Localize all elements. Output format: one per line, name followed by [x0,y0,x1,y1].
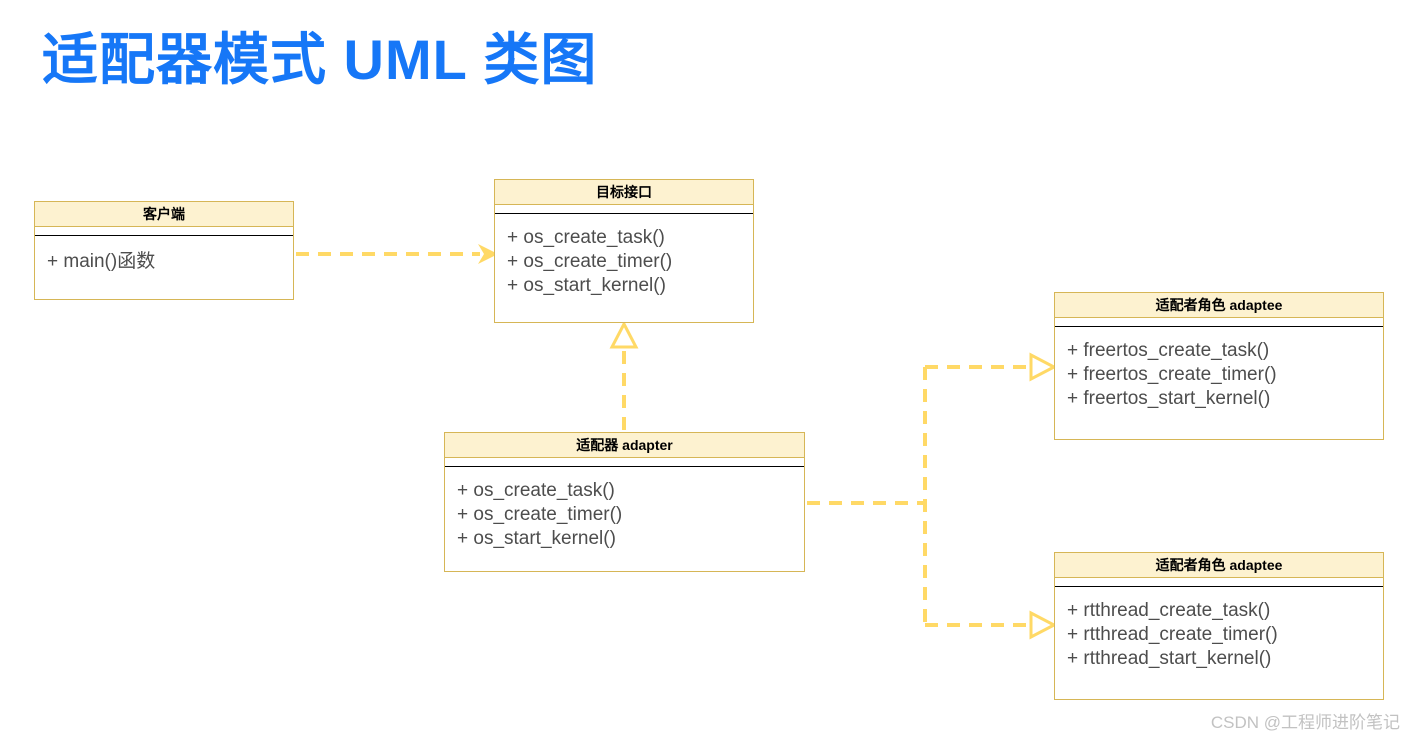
relation-adapter-to-target [609,320,639,430]
uml-class-name: 适配者角色 adaptee [1055,553,1383,578]
uml-method: + freertos_start_kernel() [1067,388,1271,409]
uml-method: + os_create_task() [507,227,665,248]
uml-method: + os_create_task() [457,480,615,501]
uml-attributes-compartment [1055,578,1383,587]
hollow-triangle-icon [1029,352,1058,382]
uml-attributes-compartment [1055,318,1383,327]
uml-method: + rtthread_create_task() [1067,600,1271,621]
uml-method: + os_create_timer() [507,251,673,272]
uml-method: + os_start_kernel() [507,275,666,296]
uml-class-name: 目标接口 [495,180,753,205]
uml-attributes-compartment [35,227,293,236]
uml-class-name: 适配者角色 adaptee [1055,293,1383,318]
uml-methods-compartment: + main()函数 [35,236,293,284]
uml-method: + rtthread_create_timer() [1067,624,1278,645]
uml-class-target[interactable]: 目标接口 + os_create_task() + os_create_time… [494,179,754,323]
uml-method: + freertos_create_task() [1067,340,1270,361]
uml-attributes-compartment [495,205,753,214]
csdn-watermark: CSDN @工程师进阶笔记 [1210,713,1400,732]
uml-method: + main()函数 [47,251,156,272]
uml-class-client[interactable]: 客户端 + main()函数 [34,201,294,300]
uml-method: + rtthread_start_kernel() [1067,648,1272,669]
uml-methods-compartment: + rtthread_create_task() + rtthread_crea… [1055,587,1383,681]
hollow-triangle-icon [1029,610,1058,640]
uml-class-name: 适配器 adapter [445,433,804,458]
page-title: 适配器模式 UML 类图 [42,28,598,91]
uml-methods-compartment: + freertos_create_task() + freertos_crea… [1055,327,1383,421]
uml-attributes-compartment [445,458,804,467]
hollow-triangle-icon [609,320,639,349]
relation-client-to-target [296,244,498,264]
uml-method: + os_create_timer() [457,504,623,525]
uml-class-name: 客户端 [35,202,293,227]
uml-method: + freertos_create_timer() [1067,364,1277,385]
uml-methods-compartment: + os_create_task() + os_create_timer() +… [445,467,804,561]
uml-method: + os_start_kernel() [457,528,616,549]
uml-class-adaptee-rtthread[interactable]: 适配者角色 adaptee + rtthread_create_task() +… [1054,552,1384,700]
uml-class-adaptee-freertos[interactable]: 适配者角色 adaptee + freertos_create_task() +… [1054,292,1384,440]
relation-adapter-to-adaptees [807,352,1058,640]
uml-methods-compartment: + os_create_task() + os_create_timer() +… [495,214,753,308]
uml-class-adapter[interactable]: 适配器 adapter + os_create_task() + os_crea… [444,432,805,572]
